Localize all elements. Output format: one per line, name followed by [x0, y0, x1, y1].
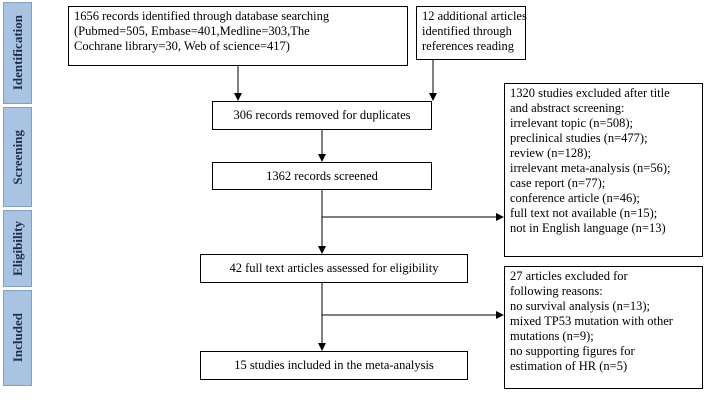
phase-included: Included	[3, 290, 32, 386]
box-line: 27 articles excluded for	[510, 269, 628, 283]
box-text: 1362 records screened	[266, 168, 378, 183]
phase-eligibility: Eligibility	[3, 210, 32, 287]
database-records-box: 1656 records identified through database…	[68, 6, 408, 66]
additional-articles-box: 12 additional articles identified throug…	[416, 6, 527, 60]
box-text: 306 records removed for duplicates	[233, 108, 411, 122]
box-line: preclinical studies (n=477);	[510, 131, 648, 145]
box-line: irrelevant meta-analysis (n=56);	[510, 161, 671, 175]
box-line: mixed TP53 mutation with other	[510, 314, 673, 328]
box-line: no supporting figures for	[510, 344, 635, 358]
box-line: no survival analysis (n=13);	[510, 299, 651, 313]
box-line: Cochrane library=30, Web of science=417)	[74, 39, 290, 53]
studies-included-box: 15 studies included in the meta-analysis	[200, 351, 468, 380]
box-line: mutations (n=9);	[510, 329, 594, 343]
box-line: 1656 records identified through database…	[74, 9, 330, 23]
box-line: conference article (n=46);	[510, 191, 640, 205]
box-text: 42 full text articles assessed for eligi…	[229, 261, 439, 275]
box-line: 12 additional articles	[422, 9, 527, 23]
box-line: review (n=128);	[510, 146, 591, 160]
box-line: full text not available (n=15);	[510, 206, 658, 220]
fulltext-assessed-box: 42 full text articles assessed for eligi…	[200, 254, 468, 283]
box-text: 15 studies included in the meta-analysis	[234, 358, 434, 372]
box-line: estimation of HR (n=5)	[510, 359, 628, 373]
box-line: not in English language (n=13)	[510, 221, 666, 235]
duplicates-removed-box: 306 records removed for duplicates	[212, 101, 432, 130]
excluded-screening-box: 1320 studies excluded after title and ab…	[504, 83, 703, 257]
box-line: identified through	[422, 24, 512, 38]
box-line: and abstract screening:	[510, 101, 625, 115]
phase-screening: Screening	[3, 107, 32, 207]
phase-identification: Identification	[3, 2, 32, 104]
box-line: following reasons:	[510, 284, 603, 298]
box-line: irrelevant topic (n=508);	[510, 116, 633, 130]
excluded-fulltext-box: 27 articles excluded for following reaso…	[504, 266, 703, 389]
box-line: (Pubmed=505, Embase=401,Medline=303,The	[74, 24, 310, 38]
box-line: references reading	[422, 39, 514, 53]
records-screened-box: 1362 records screened	[212, 162, 432, 190]
box-line: case report (n=77);	[510, 176, 606, 190]
box-line: 1320 studies excluded after title	[510, 86, 670, 100]
